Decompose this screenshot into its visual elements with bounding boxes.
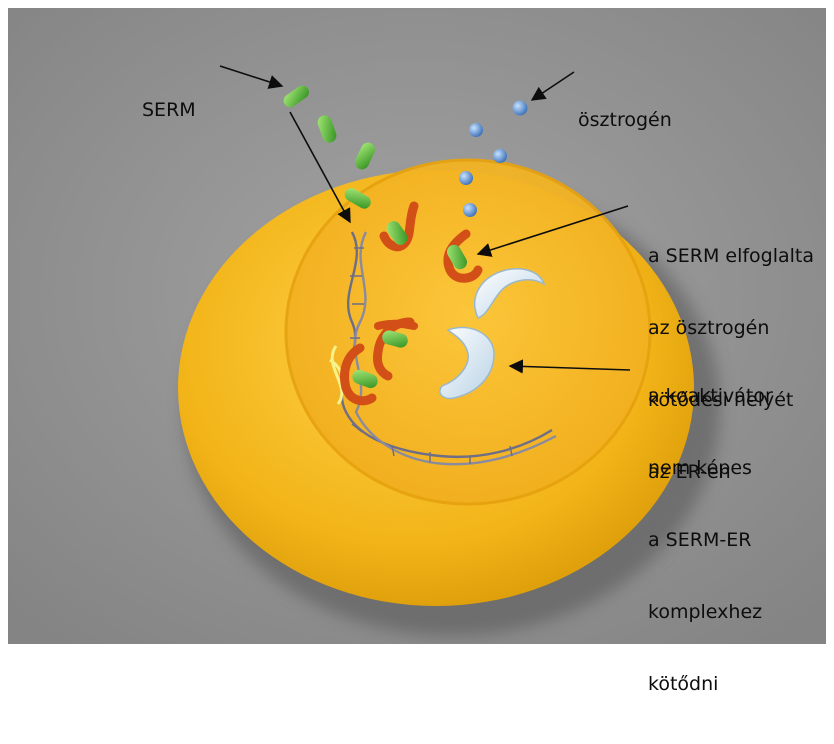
receptor-icon <box>378 324 414 326</box>
label-estrogen-text: ösztrogén <box>578 108 672 132</box>
label-line: a SERM-ER <box>648 528 773 552</box>
diagram: SERM ösztrogén a SERM elfoglalta az öszt… <box>0 0 834 650</box>
label-line: komplexhez <box>648 600 773 624</box>
label-estrogen: ösztrogén <box>578 60 672 180</box>
estrogen-icon <box>463 203 477 217</box>
label-line: a SERM elfoglalta <box>648 244 814 268</box>
label-coactivator: a koaktivátor nem képes a SERM-ER komple… <box>648 336 773 744</box>
label-serm: SERM <box>142 50 196 170</box>
estrogen-icon <box>469 123 483 137</box>
label-serm-text: SERM <box>142 98 196 122</box>
label-line: a koaktivátor <box>648 384 773 408</box>
estrogen-icon <box>513 101 528 116</box>
estrogen-icon <box>459 171 473 185</box>
label-line: nem képes <box>648 456 773 480</box>
label-line: kötődni <box>648 672 773 696</box>
estrogen-icon <box>493 149 507 163</box>
